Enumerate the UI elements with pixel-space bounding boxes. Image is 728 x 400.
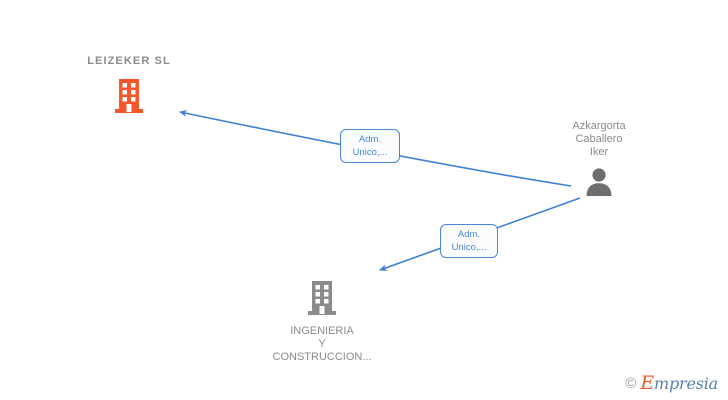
edge-label-line-2: Unico,... [352, 147, 388, 158]
building-icon [307, 280, 337, 318]
building-icon [114, 78, 144, 116]
edge-label-line-1: Adm. [457, 229, 481, 240]
node-company-ingenieria[interactable]: INGENIERIA Y CONSTRUCCION... [242, 280, 402, 364]
edge-label-line-1: Adm. [358, 134, 382, 145]
edge-label-person-to-ingenieria[interactable]: Adm. Unico,... [440, 224, 498, 258]
person-icon [584, 166, 614, 196]
edge-label-line-2: Unico,... [451, 242, 487, 253]
brand-rest: mpresia [654, 374, 718, 393]
edge-label-person-to-leizeker[interactable]: Adm. Unico,... [340, 129, 400, 163]
brand-logo: Empresia [640, 372, 718, 394]
copyright-icon: © [625, 375, 637, 392]
watermark: © Empresia [625, 372, 718, 394]
edge-person-to-leizeker [179, 109, 572, 187]
node-label-person: Azkargorta Caballero Iker [572, 120, 626, 158]
node-label-leizeker: LEIZEKER SL [87, 55, 171, 67]
node-company-leizeker[interactable]: LEIZEKER SL [49, 55, 209, 116]
node-label-ingenieria: INGENIERIA Y CONSTRUCCION... [272, 325, 372, 363]
brand-initial: E [640, 372, 654, 394]
node-person-azkargorta[interactable]: Azkargorta Caballero Iker [519, 120, 679, 196]
